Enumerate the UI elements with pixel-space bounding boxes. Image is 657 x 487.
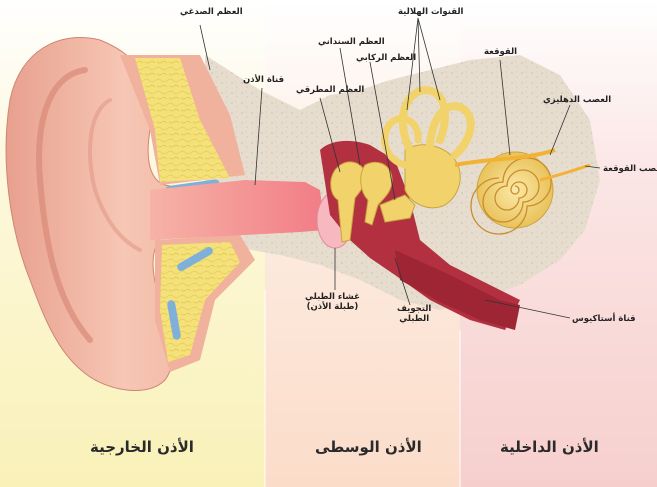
label-semicircular-canals: القنوات الهلالية <box>398 8 463 18</box>
region-middle-ear: الأذن الوسطى <box>315 438 422 456</box>
label-cochlear-nerve: عصب القوقعة <box>603 165 657 175</box>
label-vestibular-nerve: العصب الدهليزي <box>543 96 611 106</box>
label-tympanic-cavity-line2: الطبلي <box>397 315 431 325</box>
label-incus: العظم السنداني <box>318 38 385 48</box>
label-malleus: العظم المطرقي <box>296 86 364 96</box>
label-tympanic-membrane-line2: (طبلة الأذن) <box>305 303 360 313</box>
region-outer-ear: الأذن الخارجية <box>90 438 194 456</box>
label-tympanic-membrane: غشاء الطبلي (طبلة الأذن) <box>305 293 360 313</box>
label-temporal-bone: العظم الصدغي <box>180 8 243 18</box>
ear-canal <box>150 180 325 240</box>
label-eustachian-tube: قناة أستاكيوس <box>572 315 636 325</box>
label-cochlea: القوقعة <box>484 48 517 58</box>
label-tympanic-cavity: التجويف الطبلي <box>397 305 431 325</box>
region-inner-ear: الأذن الداخلية <box>500 438 599 456</box>
label-stapes: العظم الركابي <box>356 54 416 64</box>
label-ear-canal: قناة الأذن <box>243 76 284 86</box>
